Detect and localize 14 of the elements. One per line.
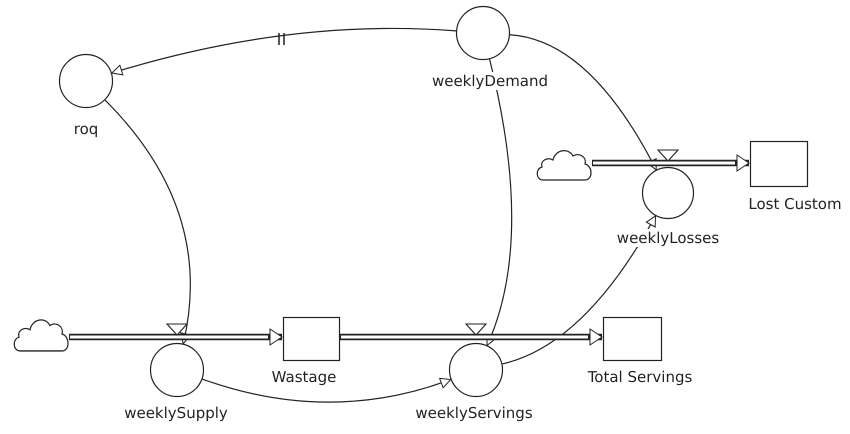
flow-pipe [69, 328, 282, 346]
connector-arrow [111, 28, 456, 76]
connector-arrow [104, 100, 191, 344]
variable-name: Wastage [270, 368, 338, 386]
variable-name: weeklyLosses [614, 229, 722, 247]
variable-name: weeklyServings [413, 404, 535, 422]
variable-name: weeklySupply [122, 404, 230, 422]
connector-arrow [502, 215, 656, 365]
flow-pipe [340, 328, 602, 346]
flow-pipe [592, 154, 750, 172]
variable-name: Total Servings [586, 368, 694, 386]
connector-arrow [486, 59, 512, 346]
connector-arrow [202, 378, 452, 403]
connector-arrow [510, 34, 657, 170]
